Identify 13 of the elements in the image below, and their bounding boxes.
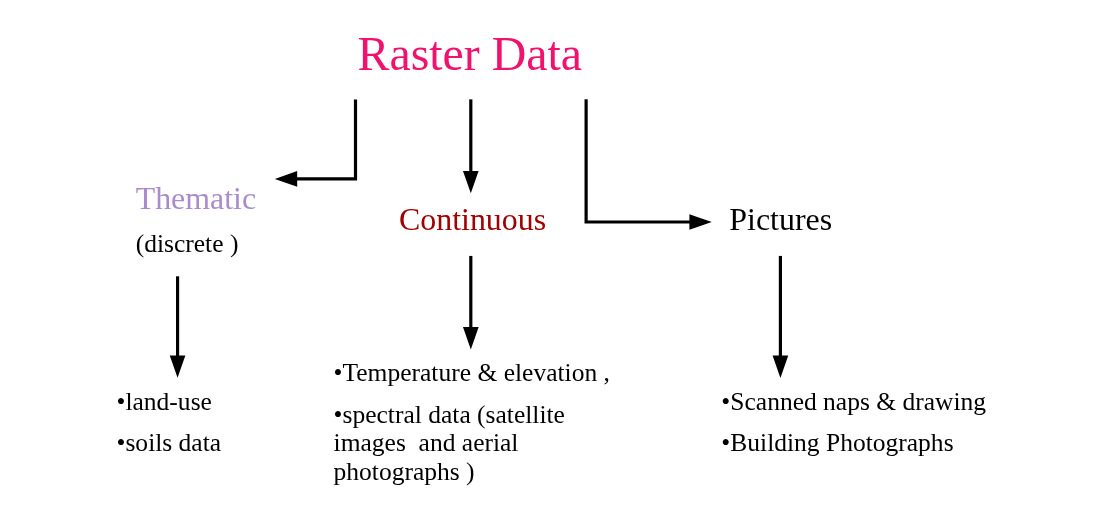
node-text: •land-use •soils data xyxy=(116,386,222,458)
arrow xyxy=(274,99,358,187)
node-text: Thematic (discrete ) xyxy=(135,181,257,258)
arrow xyxy=(462,255,479,350)
node-text: •Temperature & elevation , •spectral data (satellite images and aerial photographs ) xyxy=(333,358,610,487)
arrow xyxy=(584,99,712,230)
arrow xyxy=(772,255,789,378)
node-text: Raster Data xyxy=(357,26,583,80)
node-text: •Scanned naps & drawing •Building Photographs xyxy=(721,386,987,458)
arrow xyxy=(169,276,186,378)
node-text: Pictures xyxy=(729,201,833,237)
arrow xyxy=(462,99,479,194)
node-text: Continuous xyxy=(398,201,547,237)
